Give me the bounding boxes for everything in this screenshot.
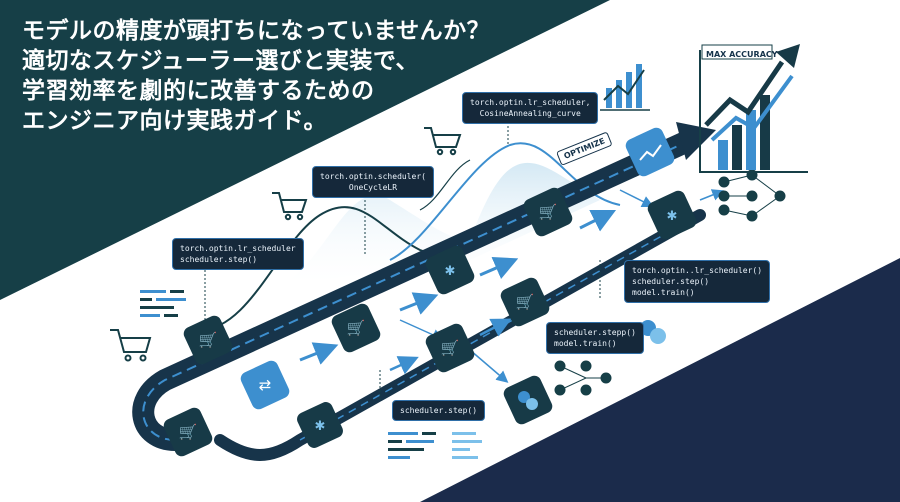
headline-line-1: モデルの精度が頭打ちになっていませんか？ bbox=[22, 18, 491, 44]
svg-text:🛒: 🛒 bbox=[441, 339, 460, 357]
cart-icon-floating-1 bbox=[110, 329, 152, 362]
curve-glow bbox=[250, 162, 600, 291]
headline: モデルの精度が頭打ちになっていませんか？ 適切なスケジューラー選びと実装で、 学… bbox=[22, 16, 542, 136]
svg-text:🛒: 🛒 bbox=[539, 203, 558, 221]
max-accuracy-label: MAX ACCURACY bbox=[706, 50, 778, 59]
svg-text:✱: ✱ bbox=[315, 419, 326, 434]
main-track-dash bbox=[142, 144, 681, 441]
code-label-step: scheduler.step() bbox=[392, 400, 486, 421]
code-lines-decoration-2 bbox=[388, 432, 482, 459]
code-label-onecycle: torch.optin.scheduler( OneCycleLR bbox=[312, 166, 434, 198]
max-accuracy-chart bbox=[699, 44, 808, 173]
curve-thin bbox=[419, 159, 471, 211]
svg-text:🛒: 🛒 bbox=[516, 293, 535, 311]
code-line: scheduler.step() bbox=[180, 255, 258, 264]
svg-text:⇄: ⇄ bbox=[259, 376, 272, 394]
node-python bbox=[503, 375, 553, 425]
node-shuffle: ⇄ bbox=[240, 360, 290, 410]
code-line: torch.optin.lr_scheduler, bbox=[470, 98, 591, 107]
python-logo-icon-1 bbox=[640, 320, 666, 344]
node-network-1: ✱ bbox=[297, 402, 343, 448]
code-label-step-train: scheduler.stepp() model.train() bbox=[546, 322, 644, 354]
headline-line-2: 適切なスケジューラー選びと実装で、 bbox=[22, 48, 419, 74]
svg-text:✱: ✱ bbox=[667, 209, 678, 224]
code-line: model.train() bbox=[554, 339, 617, 348]
node-cart-4: 🛒 bbox=[425, 323, 475, 373]
node-cart-3: 🛒 bbox=[331, 303, 381, 353]
headline-line-4: エンジニア向け実践ガイド。 bbox=[22, 108, 328, 134]
node-network-2: ✱ bbox=[425, 245, 475, 295]
node-cart-2: 🛒 bbox=[183, 315, 233, 365]
code-line: CosineAnnealing_curve bbox=[479, 109, 581, 118]
code-label-lr-scheduler: torch.optin.lr_scheduler scheduler.step(… bbox=[172, 238, 304, 270]
code-line: scheduler.stepp() bbox=[554, 328, 636, 337]
lower-track-dash bbox=[299, 219, 691, 441]
code-line: scheduler.step() bbox=[400, 406, 478, 415]
neural-network-icon-1 bbox=[718, 169, 786, 222]
headline-line-3: 学習効率を劇的に改善するための bbox=[22, 78, 375, 104]
svg-text:🛒: 🛒 bbox=[199, 331, 218, 349]
cart-icon-floating-2 bbox=[272, 192, 308, 221]
navy-band bbox=[420, 258, 900, 502]
node-network-3: ✱ bbox=[647, 190, 697, 240]
dark-teal-band bbox=[0, 0, 610, 300]
main-track-arrowhead bbox=[676, 122, 716, 160]
node-chart bbox=[625, 127, 675, 177]
code-label-train-loop: torch.optin..lr_scheduler() scheduler.st… bbox=[624, 260, 771, 303]
node-cart-1: 🛒 bbox=[163, 407, 213, 457]
code-line: scheduler.step() bbox=[632, 277, 710, 286]
svg-text:✱: ✱ bbox=[445, 264, 456, 279]
code-line: torch.optin.scheduler( bbox=[320, 172, 426, 181]
code-line: OneCycleLR bbox=[348, 183, 398, 192]
code-label-cosine: torch.optin.lr_scheduler, CosineAnnealin… bbox=[462, 92, 599, 124]
lower-track bbox=[214, 209, 706, 461]
cart-icon-floating-3 bbox=[424, 127, 462, 156]
node-cart-5: 🛒 bbox=[500, 277, 550, 327]
neural-network-icon-2 bbox=[554, 360, 612, 396]
code-line: torch.optin.lr_scheduler bbox=[180, 244, 296, 253]
bar-chart-icon bbox=[600, 64, 650, 111]
code-line: torch.optin..lr_scheduler() bbox=[632, 266, 763, 275]
code-lines-decoration-1 bbox=[140, 290, 186, 317]
svg-text:🛒: 🛒 bbox=[347, 319, 366, 337]
code-line: model.train() bbox=[632, 288, 695, 297]
node-cart-6: 🛒 bbox=[523, 187, 573, 237]
svg-text:🛒: 🛒 bbox=[179, 423, 198, 441]
